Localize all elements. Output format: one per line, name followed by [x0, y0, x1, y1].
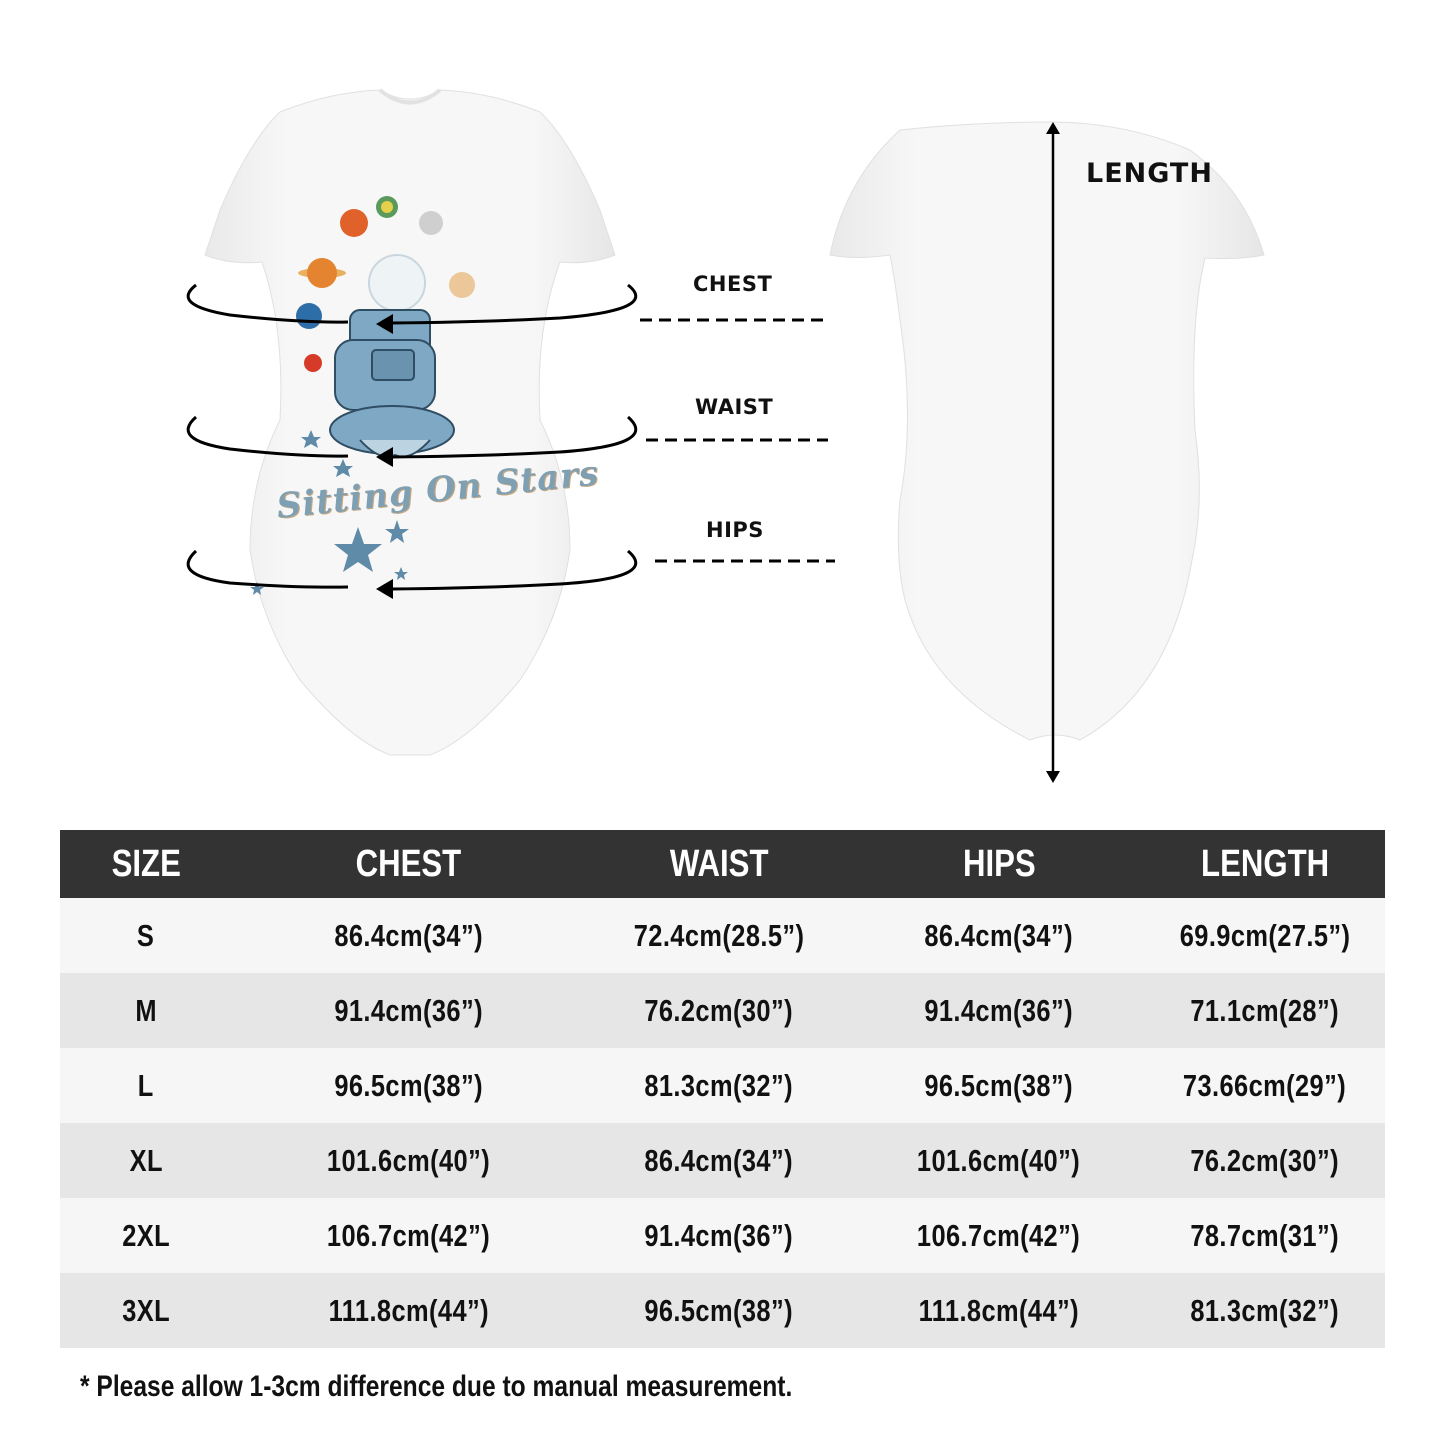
cell-chest: 91.4cm(36”): [232, 973, 585, 1048]
cell-size: XL: [60, 1123, 232, 1198]
cell-hips: 86.4cm(34”): [853, 898, 1145, 973]
bodysuit-diagram-svg: [186, 88, 1265, 783]
hips-callout-label: HIPS: [706, 518, 764, 542]
header-hips: HIPS: [853, 830, 1145, 898]
table-row: S 86.4cm(34”) 72.4cm(28.5”) 86.4cm(34”) …: [60, 898, 1385, 973]
table-row: 3XL 111.8cm(44”) 96.5cm(38”) 111.8cm(44”…: [60, 1273, 1385, 1348]
cell-chest: 106.7cm(42”): [232, 1198, 585, 1273]
cell-length: 71.1cm(28”): [1145, 973, 1385, 1048]
stars-print: [250, 430, 409, 595]
waist-callout-label: WAIST: [695, 395, 774, 419]
cell-waist: 91.4cm(36”): [585, 1198, 853, 1273]
astronaut-print: [329, 254, 455, 458]
cell-size: M: [60, 973, 232, 1048]
cell-size: L: [60, 1048, 232, 1123]
header-chest: CHEST: [232, 830, 585, 898]
cell-waist: 76.2cm(30”): [585, 973, 853, 1048]
cell-hips: 91.4cm(36”): [853, 973, 1145, 1048]
header-length: LENGTH: [1145, 830, 1385, 898]
table-row: XL 101.6cm(40”) 86.4cm(34”) 101.6cm(40”)…: [60, 1123, 1385, 1198]
measurement-disclaimer: * Please allow 1-3cm difference due to m…: [80, 1370, 793, 1403]
table-row: 2XL 106.7cm(42”) 91.4cm(36”) 106.7cm(42”…: [60, 1198, 1385, 1273]
cell-chest: 101.6cm(40”): [232, 1123, 585, 1198]
size-chart-table: SIZE CHEST WAIST HIPS LENGTH S 86.4cm(34…: [60, 830, 1385, 1348]
header-waist: WAIST: [585, 830, 853, 898]
cell-waist: 86.4cm(34”): [585, 1123, 853, 1198]
cell-hips: 101.6cm(40”): [853, 1123, 1145, 1198]
cell-waist: 72.4cm(28.5”): [585, 898, 853, 973]
chest-callout-label: CHEST: [693, 272, 773, 296]
hips-measure-arrow: [186, 549, 835, 599]
cell-chest: 111.8cm(44”): [232, 1273, 585, 1348]
cell-length: 73.66cm(29”): [1145, 1048, 1385, 1123]
cell-length: 81.3cm(32”): [1145, 1273, 1385, 1348]
cell-hips: 106.7cm(42”): [853, 1198, 1145, 1273]
cell-length: 78.7cm(31”): [1145, 1198, 1385, 1273]
chest-measure-arrow: [186, 283, 825, 334]
waist-measure-arrow: [186, 415, 828, 467]
cell-size: 2XL: [60, 1198, 232, 1273]
table-row: M 91.4cm(36”) 76.2cm(30”) 91.4cm(36”) 71…: [60, 973, 1385, 1048]
cell-waist: 81.3cm(32”): [585, 1048, 853, 1123]
header-size: SIZE: [60, 830, 232, 898]
table-header-row: SIZE CHEST WAIST HIPS LENGTH: [60, 830, 1385, 898]
cell-size: S: [60, 898, 232, 973]
cell-length: 69.9cm(27.5”): [1145, 898, 1385, 973]
back-bodysuit: [829, 121, 1265, 741]
garment-illustration: Sitting On Stars CHEST WAIST HIPS LENGTH: [186, 88, 1265, 783]
cell-waist: 96.5cm(38”): [585, 1273, 853, 1348]
cell-chest: 86.4cm(34”): [232, 898, 585, 973]
length-measure-arrow: [1046, 122, 1060, 783]
length-callout-label: LENGTH: [1086, 158, 1213, 189]
cell-hips: 111.8cm(44”): [853, 1273, 1145, 1348]
cell-length: 76.2cm(30”): [1145, 1123, 1385, 1198]
cell-hips: 96.5cm(38”): [853, 1048, 1145, 1123]
cell-size: 3XL: [60, 1273, 232, 1348]
table-row: L 96.5cm(38”) 81.3cm(32”) 96.5cm(38”) 73…: [60, 1048, 1385, 1123]
cell-chest: 96.5cm(38”): [232, 1048, 585, 1123]
